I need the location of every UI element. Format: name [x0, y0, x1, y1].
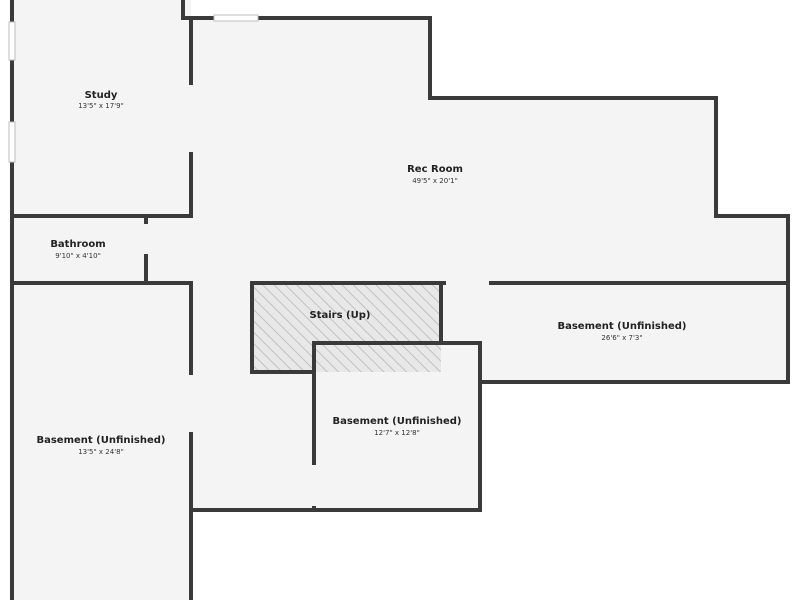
study-name: Study [85, 90, 118, 101]
basement-center-name: Basement (Unfinished) [332, 416, 461, 427]
basement-left-floor [12, 283, 191, 600]
basement-left-name: Basement (Unfinished) [36, 435, 165, 446]
basement-right-name: Basement (Unfinished) [557, 321, 686, 332]
window-top [213, 14, 259, 22]
rec-room-dims: 49'5" x 20'1" [412, 177, 458, 185]
window-study-lower [8, 121, 16, 163]
openings [8, 14, 489, 506]
rec-room-floor [146, 18, 788, 510]
basement-left-dims: 13'5" x 24'8" [78, 448, 124, 456]
window-study-upper [8, 21, 16, 61]
basement-right-dims: 26'6" x 7'3" [601, 334, 642, 342]
bathroom-floor [12, 216, 146, 283]
basement-right-floor [441, 283, 788, 382]
bathroom-dims: 9'10" x 4'10" [55, 252, 101, 260]
bathroom-name: Bathroom [50, 239, 105, 250]
stairs-name: Stairs (Up) [310, 310, 371, 321]
basement-center-dims: 12'7" x 12'8" [374, 429, 420, 437]
rec-room-name: Rec Room [407, 164, 463, 175]
room-labels: Study 13'5" x 17'9" Rec Room 49'5" x 20'… [36, 90, 686, 456]
stairs-hatch [252, 283, 441, 372]
floor-areas [12, 0, 788, 600]
study-dims: 13'5" x 17'9" [78, 102, 124, 110]
walls [10, 0, 790, 600]
study-floor [12, 0, 191, 216]
